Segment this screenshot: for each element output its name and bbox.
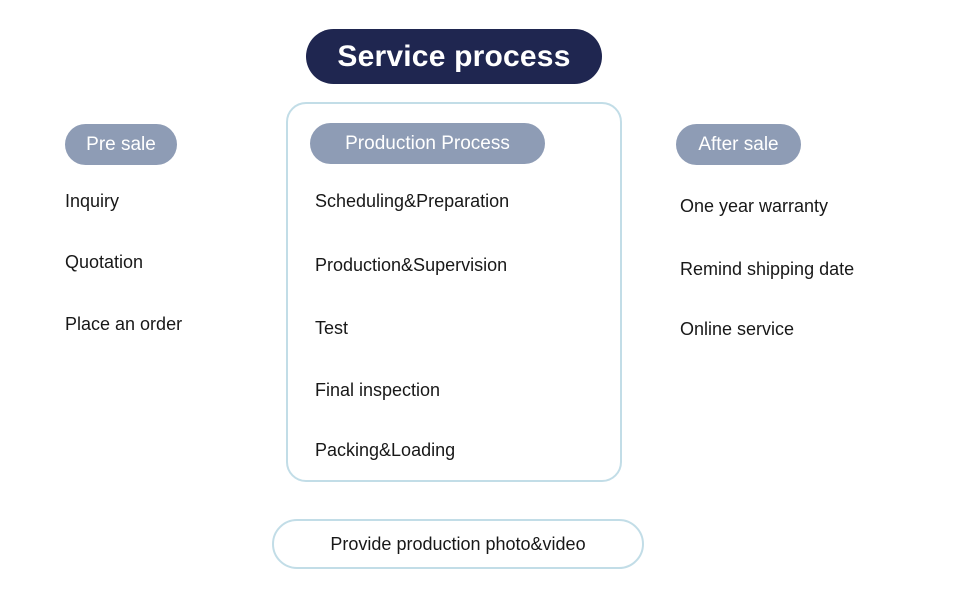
- list-item-pre-sale-1: Inquiry: [65, 191, 120, 211]
- list-item-after-sale-3: Online service: [680, 319, 795, 339]
- footer-note-capsule: Provide production photo&video: [272, 519, 644, 569]
- list-item-pre-sale-3: Place an order: [65, 314, 183, 334]
- list-item-production-5: Packing&Loading: [315, 440, 456, 460]
- section-header-after-sale: After sale: [676, 124, 801, 165]
- section-header-production-process: Production Process: [310, 123, 545, 164]
- list-item-production-3: Test: [315, 318, 349, 338]
- section-header-pre-sale-label: Pre sale: [86, 134, 156, 155]
- section-header-pre-sale: Pre sale: [65, 124, 177, 165]
- list-item-production-4: Final inspection: [315, 380, 441, 400]
- section-header-production-process-label: Production Process: [345, 133, 510, 154]
- list-item-after-sale-2: Remind shipping date: [680, 259, 855, 279]
- list-item-production-1: Scheduling&Preparation: [315, 191, 510, 211]
- page-title: Service process: [337, 39, 571, 73]
- footer-note-label: Provide production photo&video: [330, 534, 586, 554]
- list-item-production-2: Production&Supervision: [315, 255, 508, 275]
- section-header-after-sale-label: After sale: [698, 134, 779, 155]
- page-title-badge: Service process: [306, 29, 602, 84]
- list-item-after-sale-1: One year warranty: [680, 196, 829, 216]
- production-process-container: [286, 102, 622, 482]
- list-item-pre-sale-2: Quotation: [65, 252, 144, 272]
